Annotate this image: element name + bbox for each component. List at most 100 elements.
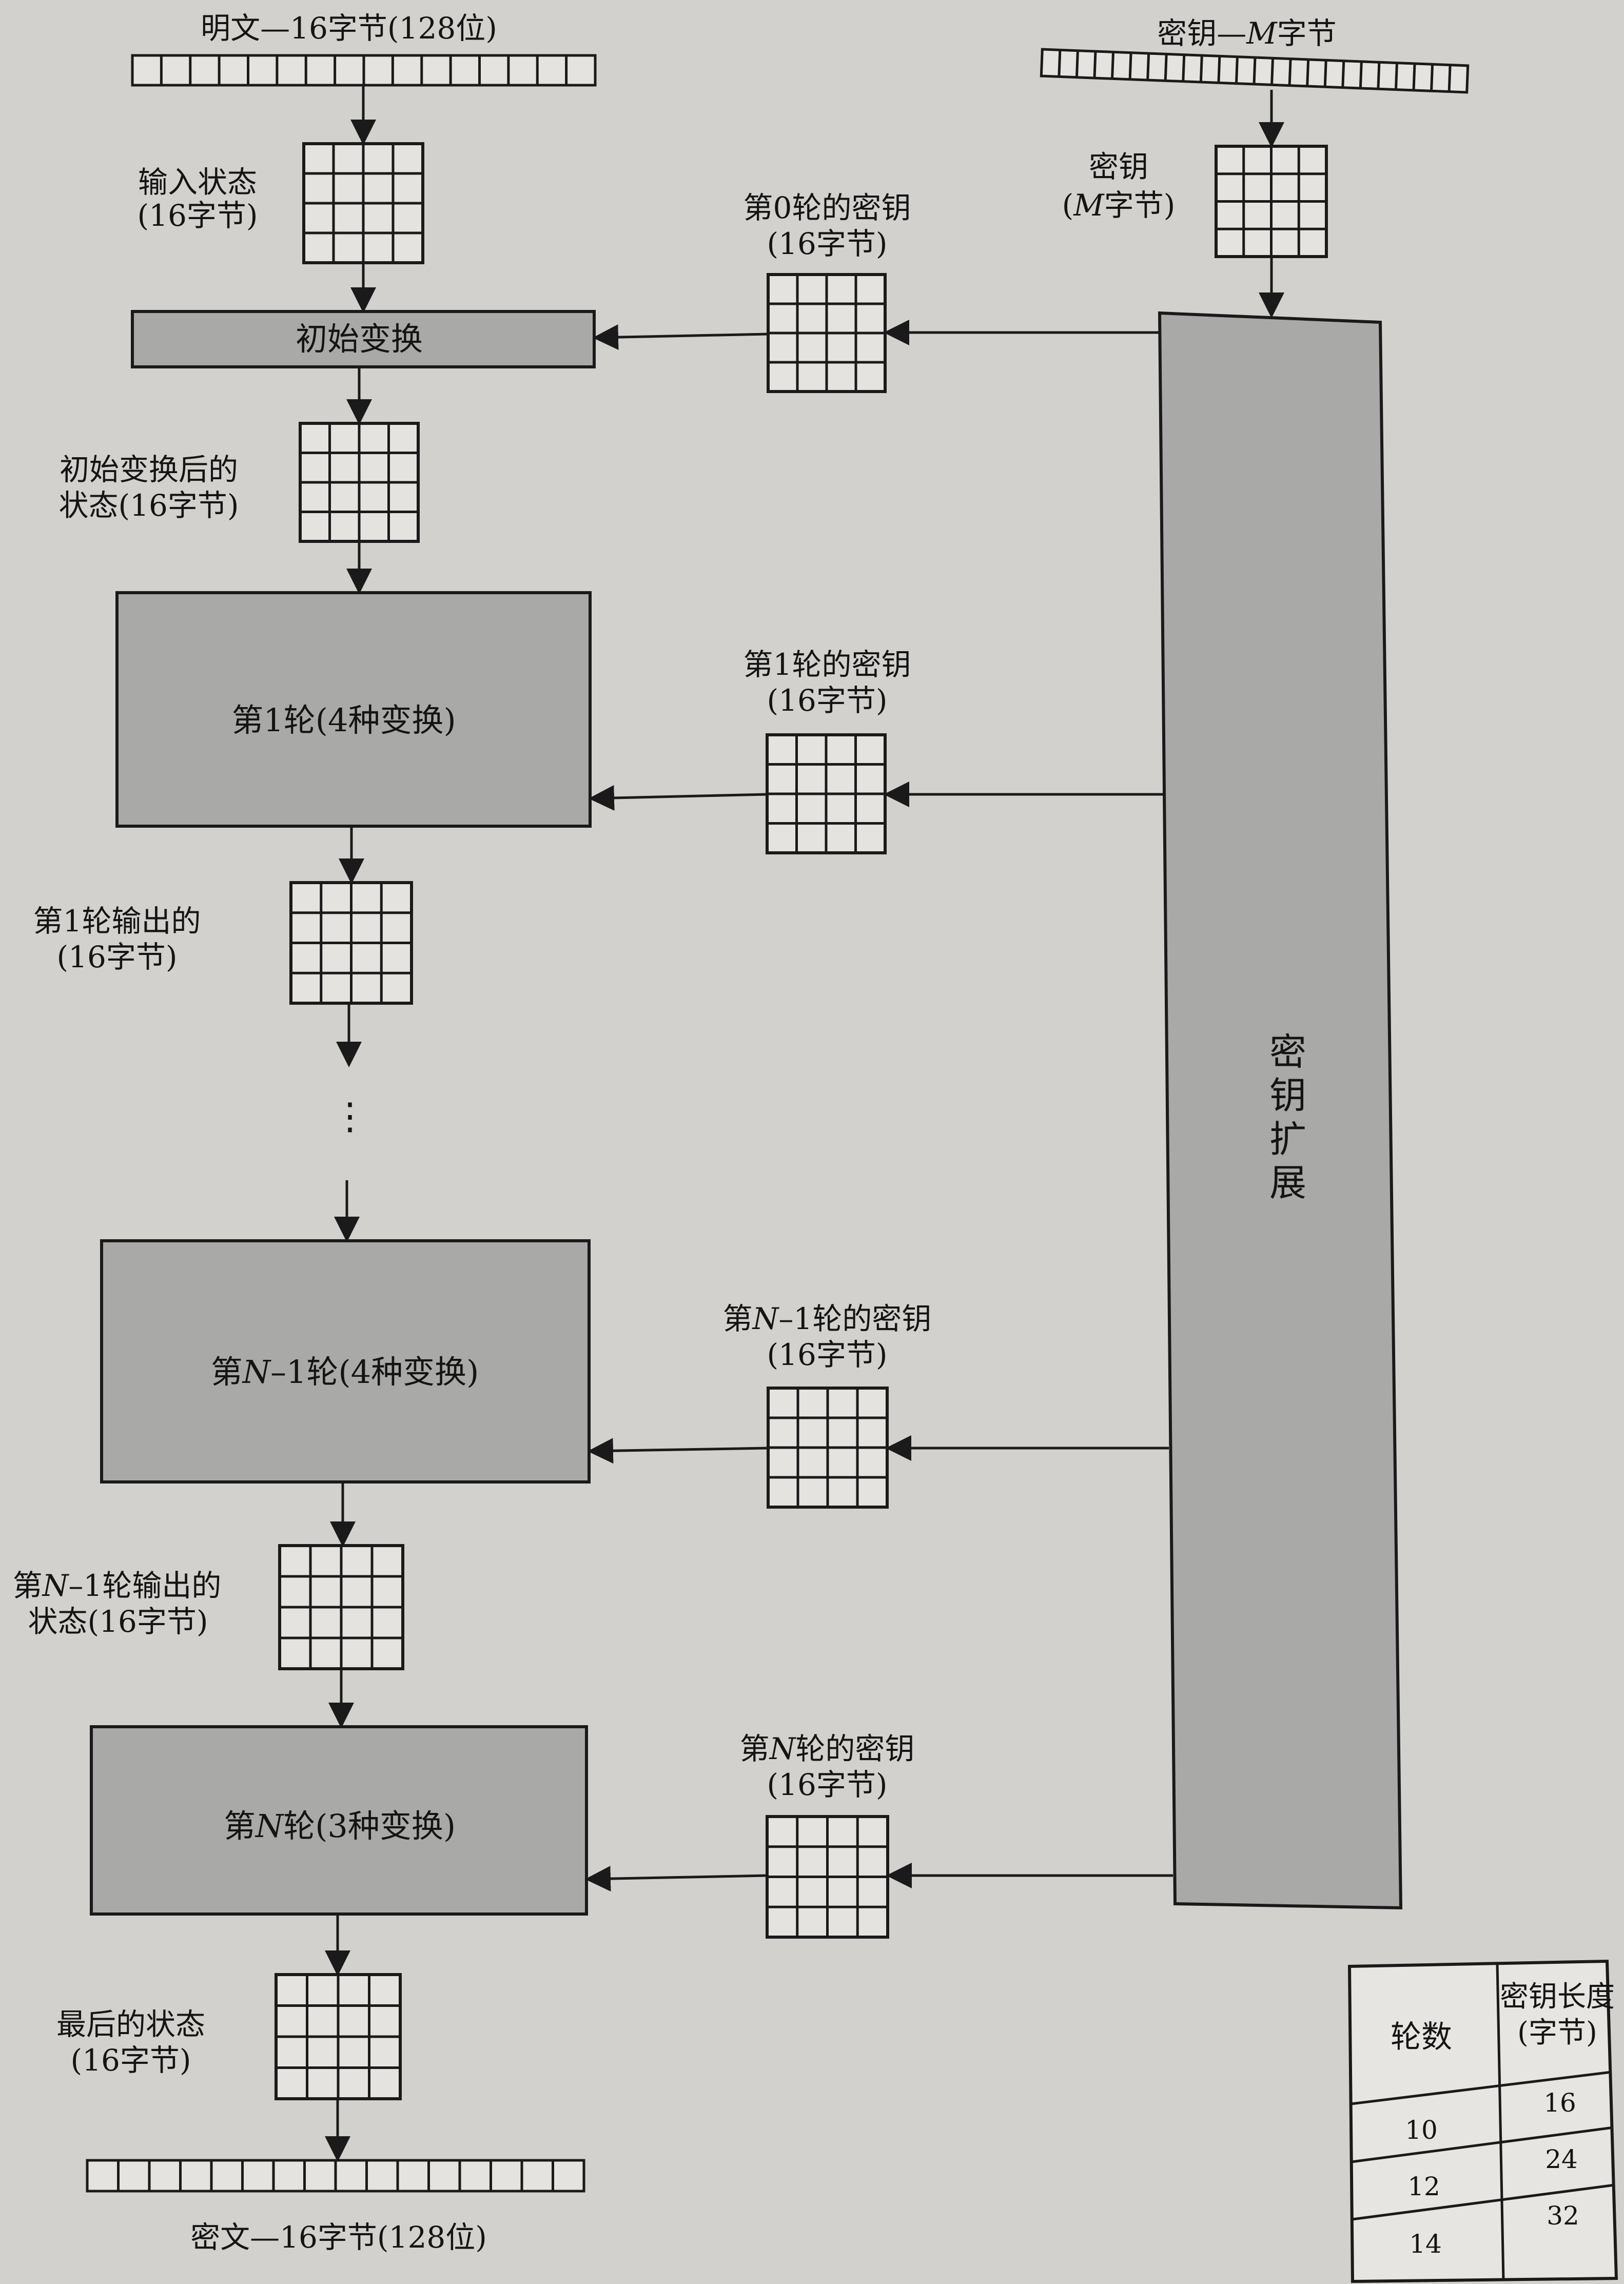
- roundN-key-var: N: [769, 1731, 797, 1766]
- roundN-1-label: 第N–1轮(4种变换): [211, 1353, 479, 1391]
- roundN-label-post: 轮(3种变换): [283, 1807, 456, 1845]
- ciphertext-byte-strip: [86, 2159, 585, 2193]
- round1-key-grid: [766, 733, 887, 854]
- roundN-1-key-size: (16字节): [767, 1337, 887, 1372]
- roundN-1-output-var: N: [42, 1568, 70, 1603]
- round1-output-grid: [289, 881, 413, 1005]
- key-box-size-open: (: [1062, 188, 1074, 223]
- table-cell-keybytes-0: 16: [1543, 2088, 1576, 2118]
- final-state-grid: [275, 1973, 402, 2100]
- round1-output-size: (16字节): [56, 940, 177, 974]
- input-state-label: 输入状态: [138, 165, 257, 200]
- flow-arrow: [589, 785, 768, 811]
- roundN-1-key-grid: [767, 1387, 889, 1509]
- key-grid: [1215, 145, 1328, 258]
- flow-arrow: [593, 324, 769, 350]
- after-initial-size: 状态(16字节): [58, 488, 239, 523]
- key-strip-cell-divider: [1288, 58, 1292, 86]
- key-strip-cell-divider: [1412, 63, 1416, 91]
- key-expansion-box: [1158, 311, 1403, 1910]
- roundN-1-output-grid: [278, 1544, 404, 1670]
- roundN-key-post: 轮的密钥: [795, 1731, 914, 1766]
- table-header-keylen-unit: (字节): [1517, 2016, 1597, 2049]
- roundN-label-var: N: [255, 1807, 285, 1845]
- roundN-box: [90, 1725, 588, 1916]
- roundN-1-label-pre: 第: [211, 1353, 243, 1391]
- final-state-label: 最后的状态: [56, 2007, 205, 2042]
- input-state-size: (16字节): [137, 198, 258, 233]
- plaintext-byte-strip: [131, 54, 597, 87]
- table-row-divider-2: [1352, 2183, 1615, 2221]
- key-strip-cell-divider: [1075, 50, 1079, 77]
- round0-key-label: 第0轮的密钥: [743, 190, 911, 225]
- roundN-1-key-pre: 第: [723, 1301, 753, 1336]
- key-strip-cell-divider: [1093, 51, 1097, 79]
- key-strip-cell-divider: [1430, 64, 1434, 91]
- roundN-label: 第N轮(3种变换): [224, 1807, 456, 1845]
- flow-arrow: [588, 1438, 769, 1464]
- roundN-1-output-label: 第N–1轮输出的: [13, 1568, 222, 1603]
- final-state-size: (16字节): [70, 2043, 191, 2078]
- plaintext-label: 明文—16字节(128位): [201, 11, 497, 46]
- table-header-divider: [1351, 2071, 1612, 2105]
- roundN-1-output-pre: 第: [13, 1568, 43, 1603]
- key-label-suffix: 字节: [1277, 16, 1337, 51]
- key-strip-cell-divider: [1323, 60, 1327, 87]
- table-row-divider-1: [1351, 2126, 1614, 2163]
- table-cell-keybytes-2: 32: [1547, 2201, 1579, 2231]
- roundN-1-output-size: 状态(16字节): [28, 1604, 208, 1639]
- table-cell-rounds-1: 12: [1407, 2172, 1440, 2201]
- roundN-key-label: 第N轮的密钥: [740, 1731, 915, 1766]
- flow-arrow: [585, 1866, 768, 1892]
- key-strip-cell-divider: [1253, 57, 1257, 85]
- roundN-1-key-var: N: [752, 1301, 780, 1336]
- key-strip-cell-divider: [1058, 50, 1062, 77]
- after-initial-grid: [299, 422, 420, 543]
- key-box-size: (M字节): [1062, 188, 1176, 223]
- key-strip-cell-divider: [1359, 61, 1363, 89]
- key-byte-strip: [1040, 48, 1470, 94]
- ciphertext-label: 密文—16字节(128位): [190, 2220, 487, 2255]
- table-cell-rounds-0: 10: [1405, 2115, 1438, 2145]
- key-box-size-var: M: [1073, 188, 1105, 223]
- after-initial-label: 初始变换后的: [60, 452, 238, 487]
- key-strip-cell-divider: [1128, 52, 1132, 80]
- round0-key-size: (16字节): [767, 226, 887, 261]
- key-label-prefix: 密钥—: [1157, 16, 1246, 51]
- key-strip-cell-divider: [1182, 54, 1186, 82]
- key-box-size-rest: 字节): [1104, 188, 1176, 223]
- initial-transform-label: 初始变换: [296, 320, 423, 358]
- roundN-key-size: (16字节): [767, 1767, 887, 1802]
- key-expansion-char: 展: [1269, 1161, 1306, 1204]
- key-strip-cell-divider: [1111, 52, 1115, 79]
- key-strip-cell-divider: [1217, 56, 1221, 83]
- key-label-var: M: [1246, 16, 1278, 51]
- key-strip-cell-divider: [1377, 62, 1381, 89]
- rounds-keylength-table: 轮数 密钥长度 (字节) 10 16 12 24 14 32: [1347, 1959, 1618, 2283]
- roundN-key-grid: [766, 1815, 889, 1939]
- key-strip-cell-divider: [1270, 58, 1275, 85]
- key-strip-cell-divider: [1447, 65, 1452, 92]
- key-label: 密钥—M字节: [1157, 16, 1336, 51]
- roundN-label-pre: 第: [224, 1807, 256, 1845]
- key-expansion-char: 钥: [1269, 1074, 1306, 1117]
- key-expansion-char: 扩: [1269, 1118, 1306, 1161]
- round1-key-size: (16字节): [767, 683, 887, 718]
- input-state-grid: [302, 142, 424, 264]
- rounds-ellipsis: ⋮: [331, 1095, 368, 1138]
- key-strip-cell-divider: [1341, 61, 1345, 88]
- key-expansion-char: 密: [1269, 1030, 1306, 1073]
- roundN-1-box: [100, 1239, 591, 1483]
- key-strip-cell-divider: [1164, 54, 1168, 81]
- roundN-1-label-post: –1轮(4种变换): [270, 1353, 479, 1391]
- roundN-1-key-post: –1轮的密钥: [778, 1301, 931, 1336]
- round0-key-grid: [767, 273, 887, 393]
- roundN-1-output-post: –1轮输出的: [68, 1568, 221, 1603]
- table-cell-rounds-2: 14: [1409, 2229, 1442, 2259]
- round1-output-label: 第1轮输出的: [33, 904, 201, 939]
- round1-key-label: 第1轮的密钥: [743, 647, 911, 682]
- key-box-label: 密钥: [1089, 149, 1148, 184]
- table-header-rounds: 轮数: [1391, 2019, 1452, 2055]
